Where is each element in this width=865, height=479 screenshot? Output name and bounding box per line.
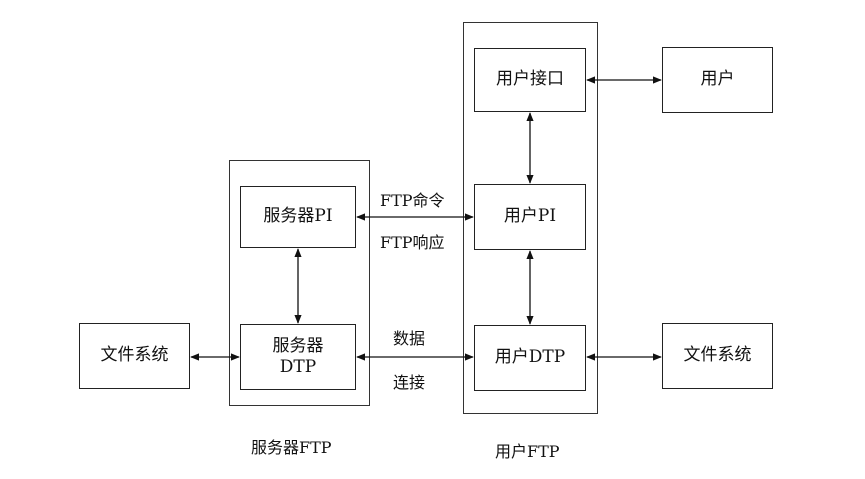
server-pi-box: 服务器PI (240, 186, 356, 248)
file-system-left-box: 文件系统 (79, 323, 190, 389)
user-label: 用户 (700, 69, 735, 90)
file-system-right-label: 文件系统 (683, 345, 752, 366)
user-dtp-box: 用户DTP (474, 325, 586, 391)
file-system-left-label: 文件系统 (100, 345, 169, 366)
ftp-response-label: FTP响应 (380, 233, 445, 252)
user-interface-label: 用户接口 (496, 69, 564, 90)
file-system-right-box: 文件系统 (662, 323, 773, 389)
data-label: 数据 (393, 329, 426, 348)
user-pi-label: 用户PI (503, 206, 557, 227)
user-dtp-label: 用户DTP (494, 347, 566, 368)
server-pi-label: 服务器PI (263, 206, 333, 227)
user-box: 用户 (662, 47, 773, 113)
user-ftp-label: 用户FTP (495, 442, 560, 461)
user-interface-box: 用户接口 (474, 48, 586, 112)
server-dtp-label: 服务器 DTP (272, 335, 324, 377)
server-dtp-box: 服务器 DTP (240, 324, 356, 390)
server-ftp-label: 服务器FTP (251, 438, 332, 457)
server-ftp-group (229, 160, 370, 406)
user-pi-box: 用户PI (474, 184, 586, 250)
ftp-command-label: FTP命令 (380, 191, 445, 210)
connection-label: 连接 (393, 373, 426, 392)
